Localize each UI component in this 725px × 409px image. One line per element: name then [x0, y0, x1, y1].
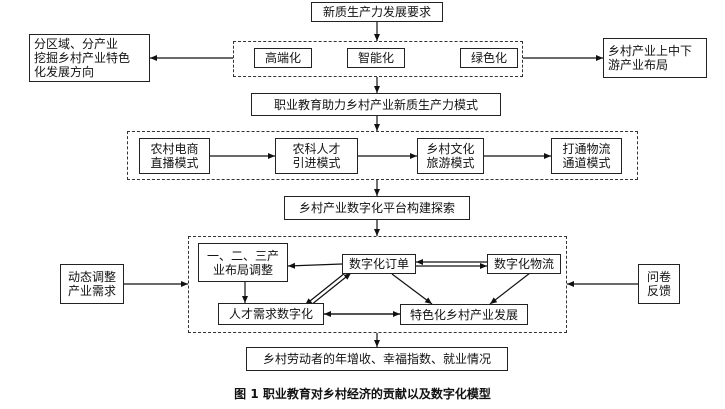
node-industry-layout: 一、二、三产 业布局调整	[198, 243, 288, 282]
node-right-layout: 乡村产业上中下 游产业布局	[603, 38, 707, 78]
node-model: 职业教育助力乡村产业新质生产力模式	[251, 93, 501, 116]
arrow-order-to-talent-digital-a	[304, 272, 346, 306]
node-talent-digital: 人才需求数字化	[218, 303, 324, 325]
node-intelligent: 智能化	[347, 48, 405, 68]
node-requirement: 新质生产力发展要求	[311, 2, 443, 22]
node-questionnaire: 问卷 反馈	[638, 264, 680, 304]
node-outcome: 乡村劳动者的年增收、幸福指数、就业情况	[246, 347, 508, 371]
arrow-logistics-to-specialty	[489, 272, 531, 305]
node-digital-logistics: 数字化物流	[487, 254, 561, 274]
arrow-order-to-talent-digital-b	[310, 272, 352, 306]
node-dynamic-demand: 动态调整 产业需求	[60, 264, 124, 304]
node-ecommerce: 农村电商 直播模式	[139, 138, 210, 174]
arrow-order-to-specialty	[391, 273, 433, 305]
node-digital-order: 数字化订单	[342, 254, 416, 274]
node-green: 绿色化	[460, 48, 518, 68]
attribute-group	[233, 41, 523, 77]
node-specialty-industry: 特色化乡村产业发展	[400, 304, 528, 325]
figure-caption: 图 1 职业教育对乡村经济的贡献以及数字化模型	[234, 387, 491, 401]
node-logistics: 打通物流 通道模式	[551, 138, 622, 174]
node-high-end: 高端化	[254, 48, 312, 68]
node-talent: 农科人才 引进模式	[275, 138, 358, 174]
node-tourism: 乡村文化 旅游模式	[417, 138, 484, 174]
digital-platform-group	[188, 236, 567, 333]
model-group	[127, 131, 638, 180]
arrow-order-to-industry-layout	[287, 262, 343, 269]
node-platform: 乡村产业数字化平台构建探索	[284, 196, 470, 220]
node-left-direction: 分区域、分产业 挖掘乡村产业特色 化发展方向	[29, 34, 150, 82]
